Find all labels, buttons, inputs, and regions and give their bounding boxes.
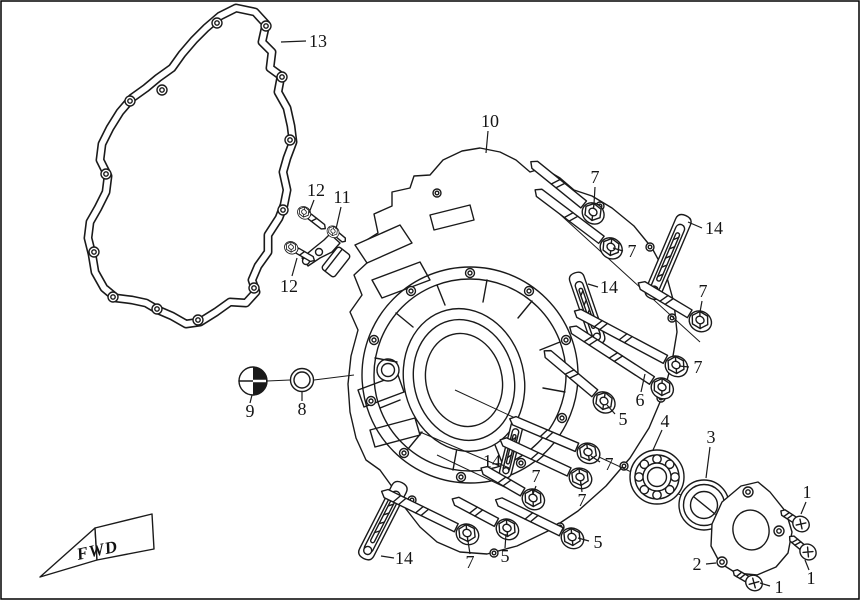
plug-9 — [238, 366, 268, 396]
callout-leader-1 — [804, 559, 810, 571]
callout-leader-1 — [759, 582, 771, 587]
callout-leader-4 — [652, 429, 663, 451]
bolt-7-g — [380, 488, 483, 550]
callout-leader-5 — [504, 533, 507, 549]
part-number-label-14: 14 — [483, 451, 501, 471]
part-number-label-5: 5 — [594, 532, 603, 552]
part-number-label-12: 12 — [307, 180, 325, 200]
part-number-label-14: 14 — [600, 277, 618, 297]
part-number-label-14: 14 — [395, 548, 413, 568]
part-number-label-6: 6 — [636, 390, 645, 410]
fwd-direction-marker: FWD — [39, 513, 155, 578]
bolt-7-c — [637, 280, 717, 337]
callout-leader-7 — [532, 485, 537, 495]
callout-leader-3 — [705, 446, 711, 479]
part-number-label-7: 7 — [466, 552, 475, 572]
bolt-12-upper — [295, 204, 329, 234]
part-number-label-1: 1 — [803, 482, 812, 502]
pickup-coil-11 — [301, 223, 351, 278]
part-number-label-3: 3 — [707, 427, 716, 447]
callout-leader-7 — [678, 365, 690, 368]
callout-leader-5 — [577, 537, 590, 542]
callout-leader-7 — [593, 186, 596, 205]
part-number-label-14: 14 — [705, 218, 723, 238]
bolt-7-f — [499, 437, 596, 493]
bolt-7-a — [530, 160, 610, 230]
part-number-label-1: 1 — [775, 577, 784, 597]
part-number-label-9: 9 — [246, 401, 255, 421]
callout-leader-7 — [612, 247, 624, 252]
bolt-7-b — [534, 188, 628, 265]
part-number-label-7: 7 — [628, 241, 637, 261]
part-number-label-7: 7 — [605, 454, 614, 474]
bolt-7-d — [573, 308, 692, 382]
callout-leader-14 — [687, 221, 703, 229]
part-number-label-2: 2 — [693, 554, 702, 574]
part-number-label-7: 7 — [591, 167, 600, 187]
callout-leader-14 — [380, 555, 395, 559]
callout-leader-7 — [467, 540, 471, 555]
callout-leader-9 — [249, 394, 253, 404]
part-number-label-10: 10 — [481, 111, 499, 131]
callout-leader-5 — [606, 404, 616, 415]
bolt-6 — [569, 325, 679, 404]
callout-leader-2 — [705, 562, 717, 565]
callout-leader-1 — [800, 501, 807, 515]
plug-axis-line — [266, 374, 355, 382]
callout-leader-6 — [640, 373, 646, 393]
callout-leader-14 — [587, 283, 599, 288]
cover-bosses — [354, 204, 475, 448]
cover-center-opening — [402, 307, 526, 453]
o-ring-8 — [289, 367, 315, 393]
callout-leader-7 — [699, 300, 703, 313]
part-number-label-4: 4 — [661, 411, 670, 431]
callout-leader-14 — [499, 463, 510, 469]
part-number-label-7: 7 — [699, 281, 708, 301]
callout-leader-11 — [335, 206, 342, 230]
part-number-label-5: 5 — [619, 409, 628, 429]
bolt-7-h — [480, 465, 550, 515]
bolt-5-c — [451, 496, 523, 545]
retainer-plate-2 — [710, 481, 793, 576]
callout-leader-13 — [280, 40, 307, 43]
callout-leader-12 — [291, 257, 298, 277]
ball-bearing-4 — [629, 449, 685, 505]
cover-gasket-13 — [83, 3, 298, 329]
gasket-bolt-holes — [88, 17, 296, 326]
callout-leader-12 — [308, 199, 315, 214]
callout-leader-10 — [485, 130, 489, 154]
cover-ring-bolt-holes — [365, 267, 572, 483]
part-number-label-5: 5 — [501, 546, 510, 566]
callout-leader-7 — [580, 482, 583, 493]
part-number-label-12: 12 — [280, 276, 298, 296]
bolt-7-e — [509, 415, 604, 468]
part-number-label-1: 1 — [807, 568, 816, 588]
part-number-label-7: 7 — [578, 490, 587, 510]
part-number-label-8: 8 — [298, 399, 307, 419]
callout-leader-7 — [590, 455, 601, 463]
part-number-label-7: 7 — [694, 357, 703, 377]
part-number-label-7: 7 — [532, 466, 541, 486]
part-number-label-13: 13 — [309, 31, 327, 51]
bolt-5-b — [494, 497, 588, 554]
part-number-label-11: 11 — [333, 187, 350, 207]
bolt-5-a — [543, 349, 621, 419]
